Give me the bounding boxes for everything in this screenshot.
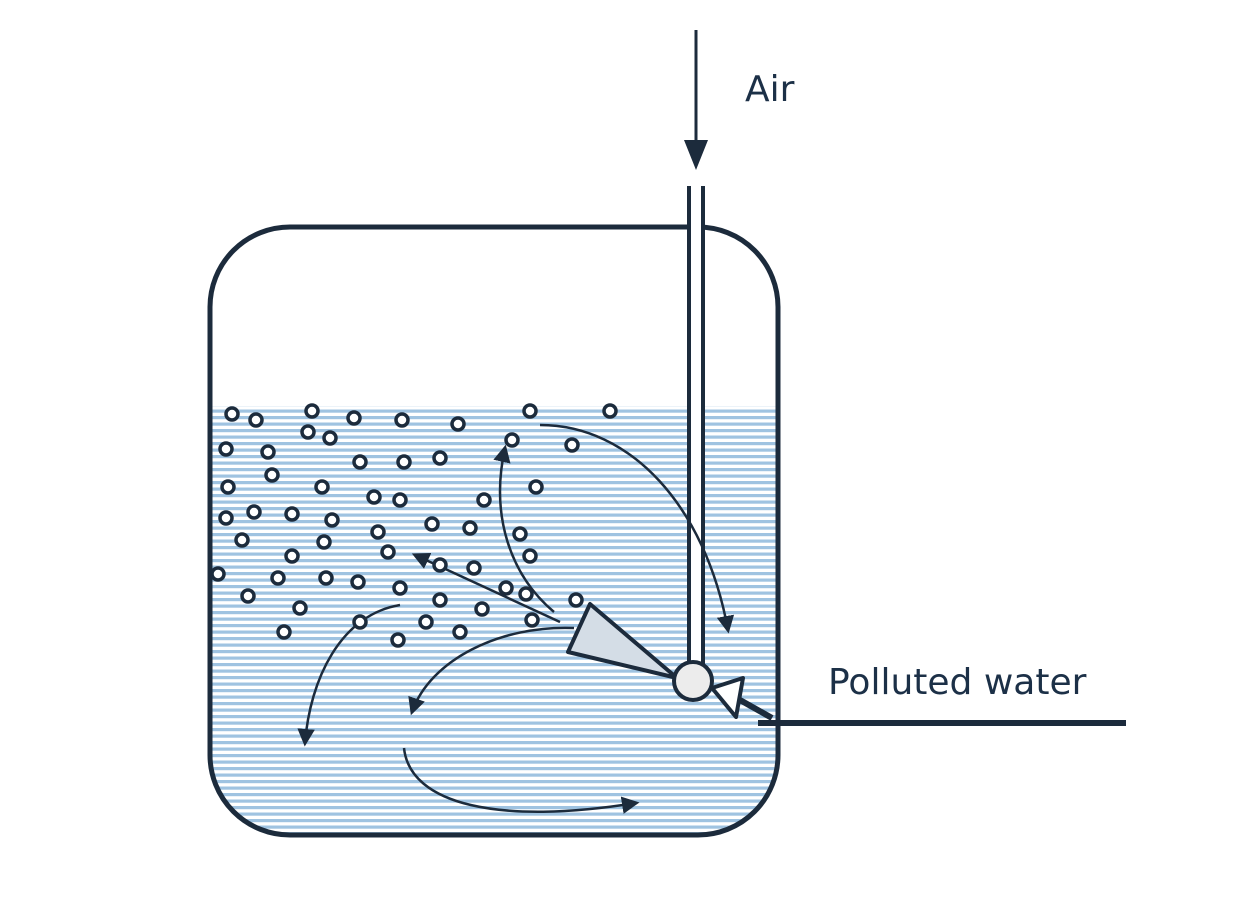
bubble-icon — [322, 430, 338, 446]
flow-arrow-icon — [539, 423, 735, 634]
bubble-icon — [528, 479, 544, 495]
bubble-icon — [380, 544, 396, 560]
bubble-icon — [432, 557, 448, 573]
bubble-icon — [270, 570, 286, 586]
bubble-icon — [352, 614, 368, 630]
bubble-icon — [218, 510, 234, 526]
mixing-junction — [672, 660, 714, 702]
bubble-icon — [218, 441, 234, 457]
bubble-icon — [450, 416, 466, 432]
flow-arrow-icon — [408, 626, 575, 716]
air-pipe — [687, 186, 705, 664]
bubble-icon — [350, 574, 366, 590]
bubble-icon — [396, 454, 412, 470]
air-inlet-arrow — [684, 30, 708, 170]
polluted-water-inlet — [710, 676, 1126, 726]
air-label: Air — [745, 69, 795, 110]
bubble-icon — [284, 506, 300, 522]
bubble-icon — [248, 412, 264, 428]
bubble-icon — [352, 454, 368, 470]
flow-arrow-icon — [297, 603, 401, 747]
bubble-icon — [304, 403, 320, 419]
bubble-icon — [394, 412, 410, 428]
bubble-icon — [424, 516, 440, 532]
bubble-icon — [390, 632, 406, 648]
bubble-icon — [564, 437, 580, 453]
water-body — [210, 406, 778, 835]
bubble-icon — [324, 512, 340, 528]
bubble-icon — [518, 586, 534, 602]
bubble-icon — [276, 624, 292, 640]
bubble-icon — [264, 467, 280, 483]
bubble-icon — [210, 566, 226, 582]
bubble-icon — [370, 524, 386, 540]
bubble-icon — [346, 410, 362, 426]
inlet-arrow-icon — [710, 676, 745, 719]
air-bubbles — [210, 403, 618, 648]
bubble-icon — [452, 624, 468, 640]
bubble-icon — [240, 588, 256, 604]
bubble-icon — [498, 580, 514, 596]
bubble-icon — [462, 520, 478, 536]
bubble-icon — [318, 570, 334, 586]
bubble-icon — [314, 479, 330, 495]
flow-arrow-icon — [402, 747, 640, 814]
bubble-icon — [524, 612, 540, 628]
bubble-icon — [366, 489, 382, 505]
bubble-icon — [224, 406, 240, 422]
bubble-icon — [246, 504, 262, 520]
bubble-icon — [292, 600, 308, 616]
bubble-icon — [476, 492, 492, 508]
bubble-icon — [432, 450, 448, 466]
bubble-icon — [504, 432, 520, 448]
flow-arrows — [297, 423, 735, 814]
bubble-icon — [234, 532, 250, 548]
bubble-icon — [260, 444, 276, 460]
bubble-icon — [392, 580, 408, 596]
bubble-icon — [316, 534, 332, 550]
bubble-icon — [466, 560, 482, 576]
bubble-icon — [284, 548, 300, 564]
tank — [207, 224, 781, 838]
bubble-icon — [568, 592, 584, 608]
flow-arrow-icon — [493, 444, 555, 613]
bubble-icon — [300, 424, 316, 440]
bubble-icon — [474, 601, 490, 617]
bubble-icon — [602, 403, 618, 419]
bubble-icon — [522, 403, 538, 419]
ejector-nozzle — [566, 602, 679, 680]
polluted-water-label: Polluted water — [828, 662, 1087, 703]
bubble-icon — [522, 548, 538, 564]
bubble-icon — [220, 479, 236, 495]
bubble-icon — [392, 492, 408, 508]
bubble-icon — [432, 592, 448, 608]
bubble-icon — [512, 526, 528, 542]
bubble-icon — [418, 614, 434, 630]
